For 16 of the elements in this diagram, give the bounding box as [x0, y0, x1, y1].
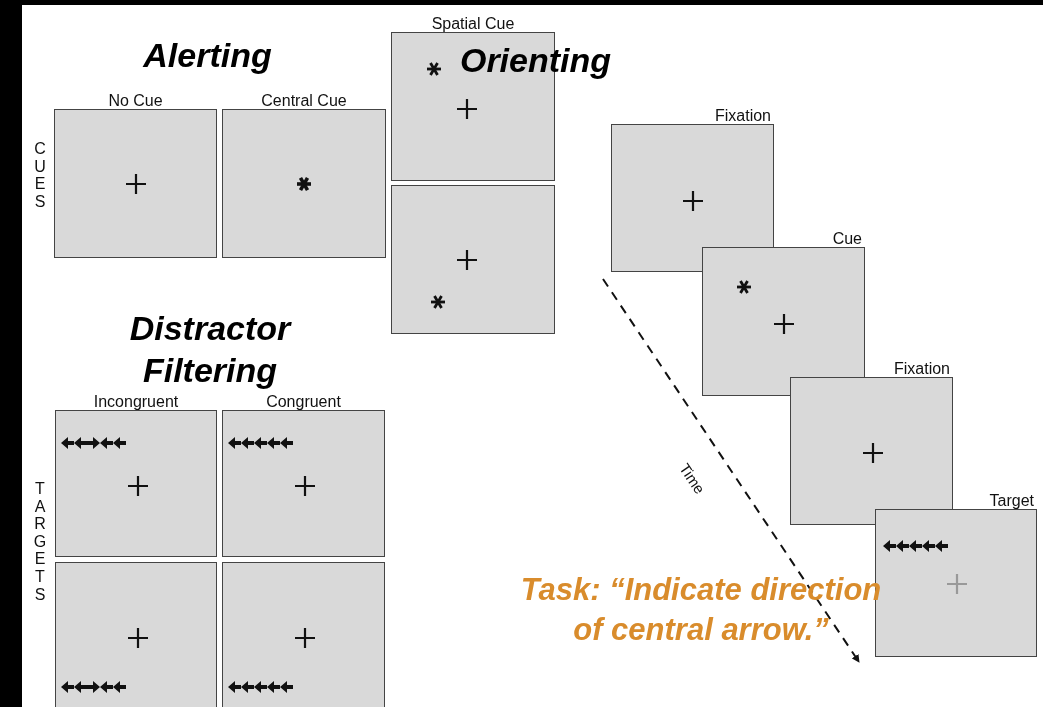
panel-heading: Incongruent [93, 393, 179, 411]
panel-heading: No Cue [108, 92, 163, 110]
panel-heading: Central Cue [261, 92, 347, 110]
panel-heading: Target [989, 492, 1034, 510]
section-title: Alerting [141, 35, 273, 76]
axis-label: TARGETS [32, 480, 48, 604]
panel-heading: Fixation [714, 107, 771, 125]
screen-panel [222, 562, 385, 707]
axis-label: CUES [33, 140, 47, 211]
section-title: Distractor Filtering [128, 308, 293, 391]
panel-heading: Spatial Cue [431, 15, 515, 33]
panel-heading: Congruent [266, 393, 341, 411]
panel-heading: Cue [832, 230, 862, 248]
screen-panel [55, 562, 217, 707]
screen-panel [391, 185, 555, 334]
panel-heading: Fixation [893, 360, 950, 378]
